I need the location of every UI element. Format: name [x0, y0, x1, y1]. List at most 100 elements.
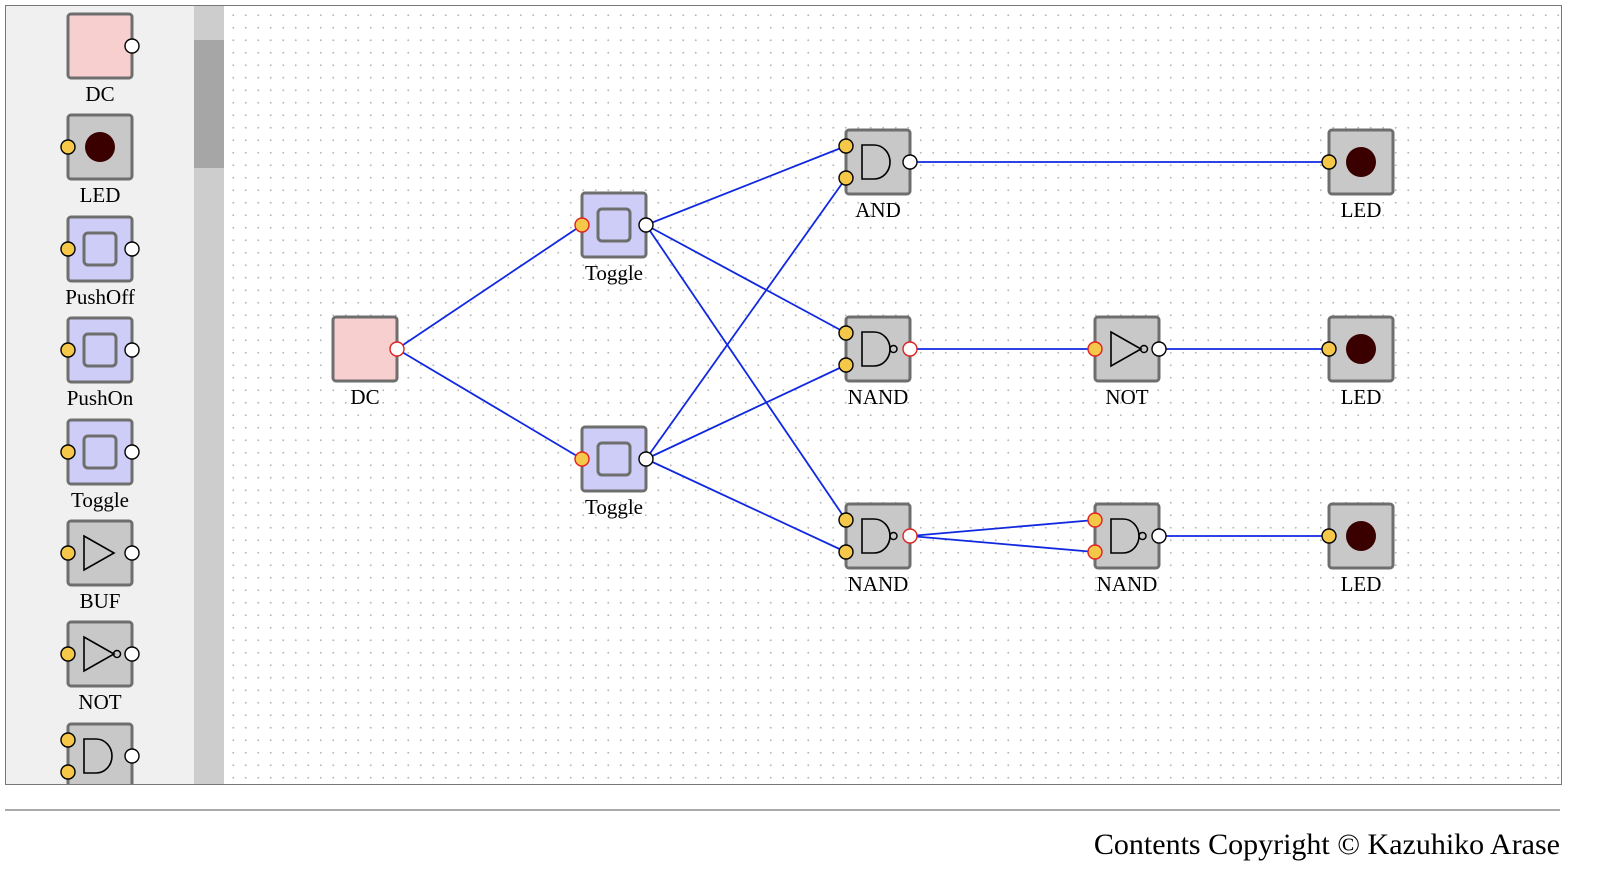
switch-button-icon[interactable] [82, 332, 118, 368]
switch-button-icon[interactable] [82, 231, 118, 267]
input-pin[interactable] [838, 357, 854, 373]
input-pin[interactable] [60, 342, 76, 358]
not-gate-icon [1110, 330, 1143, 368]
palette-scrollbar[interactable] [194, 6, 224, 784]
buf-body[interactable] [66, 519, 134, 587]
dc-body[interactable] [331, 315, 399, 383]
input-pin[interactable] [1087, 341, 1103, 357]
led-lamp-icon [1346, 334, 1376, 364]
wire[interactable] [396, 224, 583, 350]
not-body[interactable] [1093, 315, 1161, 383]
and-body[interactable] [844, 128, 912, 196]
output-pin[interactable] [638, 451, 654, 467]
component-not[interactable]: NOT [1087, 315, 1167, 409]
component-label: DC [85, 82, 114, 106]
component-switch[interactable]: Toggle [60, 418, 140, 512]
output-pin[interactable] [124, 646, 140, 662]
switch-button-icon[interactable] [82, 434, 118, 470]
wire[interactable] [396, 348, 583, 460]
wire[interactable] [645, 224, 847, 521]
output-pin[interactable] [124, 38, 140, 54]
output-pin[interactable] [638, 217, 654, 233]
nand-body[interactable] [1093, 502, 1161, 570]
component-and[interactable] [60, 722, 140, 785]
nand-body[interactable] [844, 502, 912, 570]
component-dc[interactable]: DC [331, 315, 405, 409]
component-and[interactable]: AND [838, 128, 918, 222]
input-pin[interactable] [574, 217, 590, 233]
not-body[interactable] [66, 620, 134, 688]
output-pin[interactable] [1151, 341, 1167, 357]
wire[interactable] [909, 535, 1096, 553]
input-pin[interactable] [574, 451, 590, 467]
output-pin[interactable] [902, 154, 918, 170]
component-led[interactable]: LED [60, 113, 134, 207]
output-pin[interactable] [902, 528, 918, 544]
input-pin[interactable] [838, 544, 854, 560]
component-not[interactable]: NOT [60, 620, 140, 714]
component-dc[interactable]: DC [66, 12, 140, 106]
input-pin[interactable] [1321, 154, 1337, 170]
input-pin[interactable] [60, 732, 76, 748]
component-switch[interactable]: Toggle [574, 191, 654, 285]
input-pin[interactable] [1321, 528, 1337, 544]
component-label: NAND [848, 385, 909, 409]
input-pin[interactable] [838, 170, 854, 186]
output-pin[interactable] [389, 341, 405, 357]
switch-button-icon[interactable] [596, 207, 632, 243]
input-pin[interactable] [1087, 544, 1103, 560]
component-label: Toggle [71, 488, 129, 512]
input-pin[interactable] [60, 139, 76, 155]
input-pin[interactable] [1087, 512, 1103, 528]
input-pin[interactable] [838, 512, 854, 528]
input-pin[interactable] [838, 138, 854, 154]
wire[interactable] [645, 177, 847, 460]
input-pin[interactable] [60, 444, 76, 460]
component-nand[interactable]: NAND [1087, 502, 1167, 596]
switch-button-icon[interactable] [596, 441, 632, 477]
dc-body[interactable] [66, 12, 134, 80]
output-pin[interactable] [124, 342, 140, 358]
component-switch[interactable]: PushOn [60, 316, 140, 410]
component-switch[interactable]: PushOff [60, 215, 140, 309]
output-pin[interactable] [124, 748, 140, 764]
output-pin[interactable] [124, 545, 140, 561]
component-buf[interactable]: BUF [60, 519, 140, 613]
input-pin[interactable] [60, 764, 76, 780]
component-label: Toggle [585, 495, 643, 519]
input-pin[interactable] [60, 646, 76, 662]
component-led[interactable]: LED [1321, 502, 1395, 596]
component-label: DC [350, 385, 379, 409]
input-pin[interactable] [1321, 341, 1337, 357]
led-lamp-icon [1346, 521, 1376, 551]
inverter-bubble-icon [1139, 344, 1149, 354]
wire[interactable] [909, 519, 1096, 537]
nand-body[interactable] [844, 315, 912, 383]
palette-scroll-thumb[interactable] [194, 40, 224, 168]
component-nand[interactable]: NAND [838, 502, 918, 596]
input-pin[interactable] [60, 545, 76, 561]
component-label: LED [80, 183, 121, 207]
wire[interactable] [645, 224, 847, 334]
component-nand[interactable]: NAND [838, 315, 918, 409]
output-pin[interactable] [124, 241, 140, 257]
and-body[interactable] [66, 722, 134, 785]
input-pin[interactable] [838, 325, 854, 341]
circuit-diagram[interactable]: DCToggleToggleANDNANDNANDNOTNANDLEDLEDLE… [224, 6, 1562, 785]
wire[interactable] [645, 364, 847, 460]
inverter-bubble-icon [889, 344, 898, 354]
output-pin[interactable] [902, 341, 918, 357]
component-led[interactable]: LED [1321, 315, 1395, 409]
output-pin[interactable] [124, 444, 140, 460]
and-gate-icon [83, 738, 113, 774]
component-switch[interactable]: Toggle [574, 425, 654, 519]
component-led[interactable]: LED [1321, 128, 1395, 222]
component-label: BUF [80, 589, 121, 613]
output-pin[interactable] [1151, 528, 1167, 544]
wire[interactable] [645, 458, 847, 553]
wire[interactable] [645, 145, 847, 226]
input-pin[interactable] [60, 241, 76, 257]
